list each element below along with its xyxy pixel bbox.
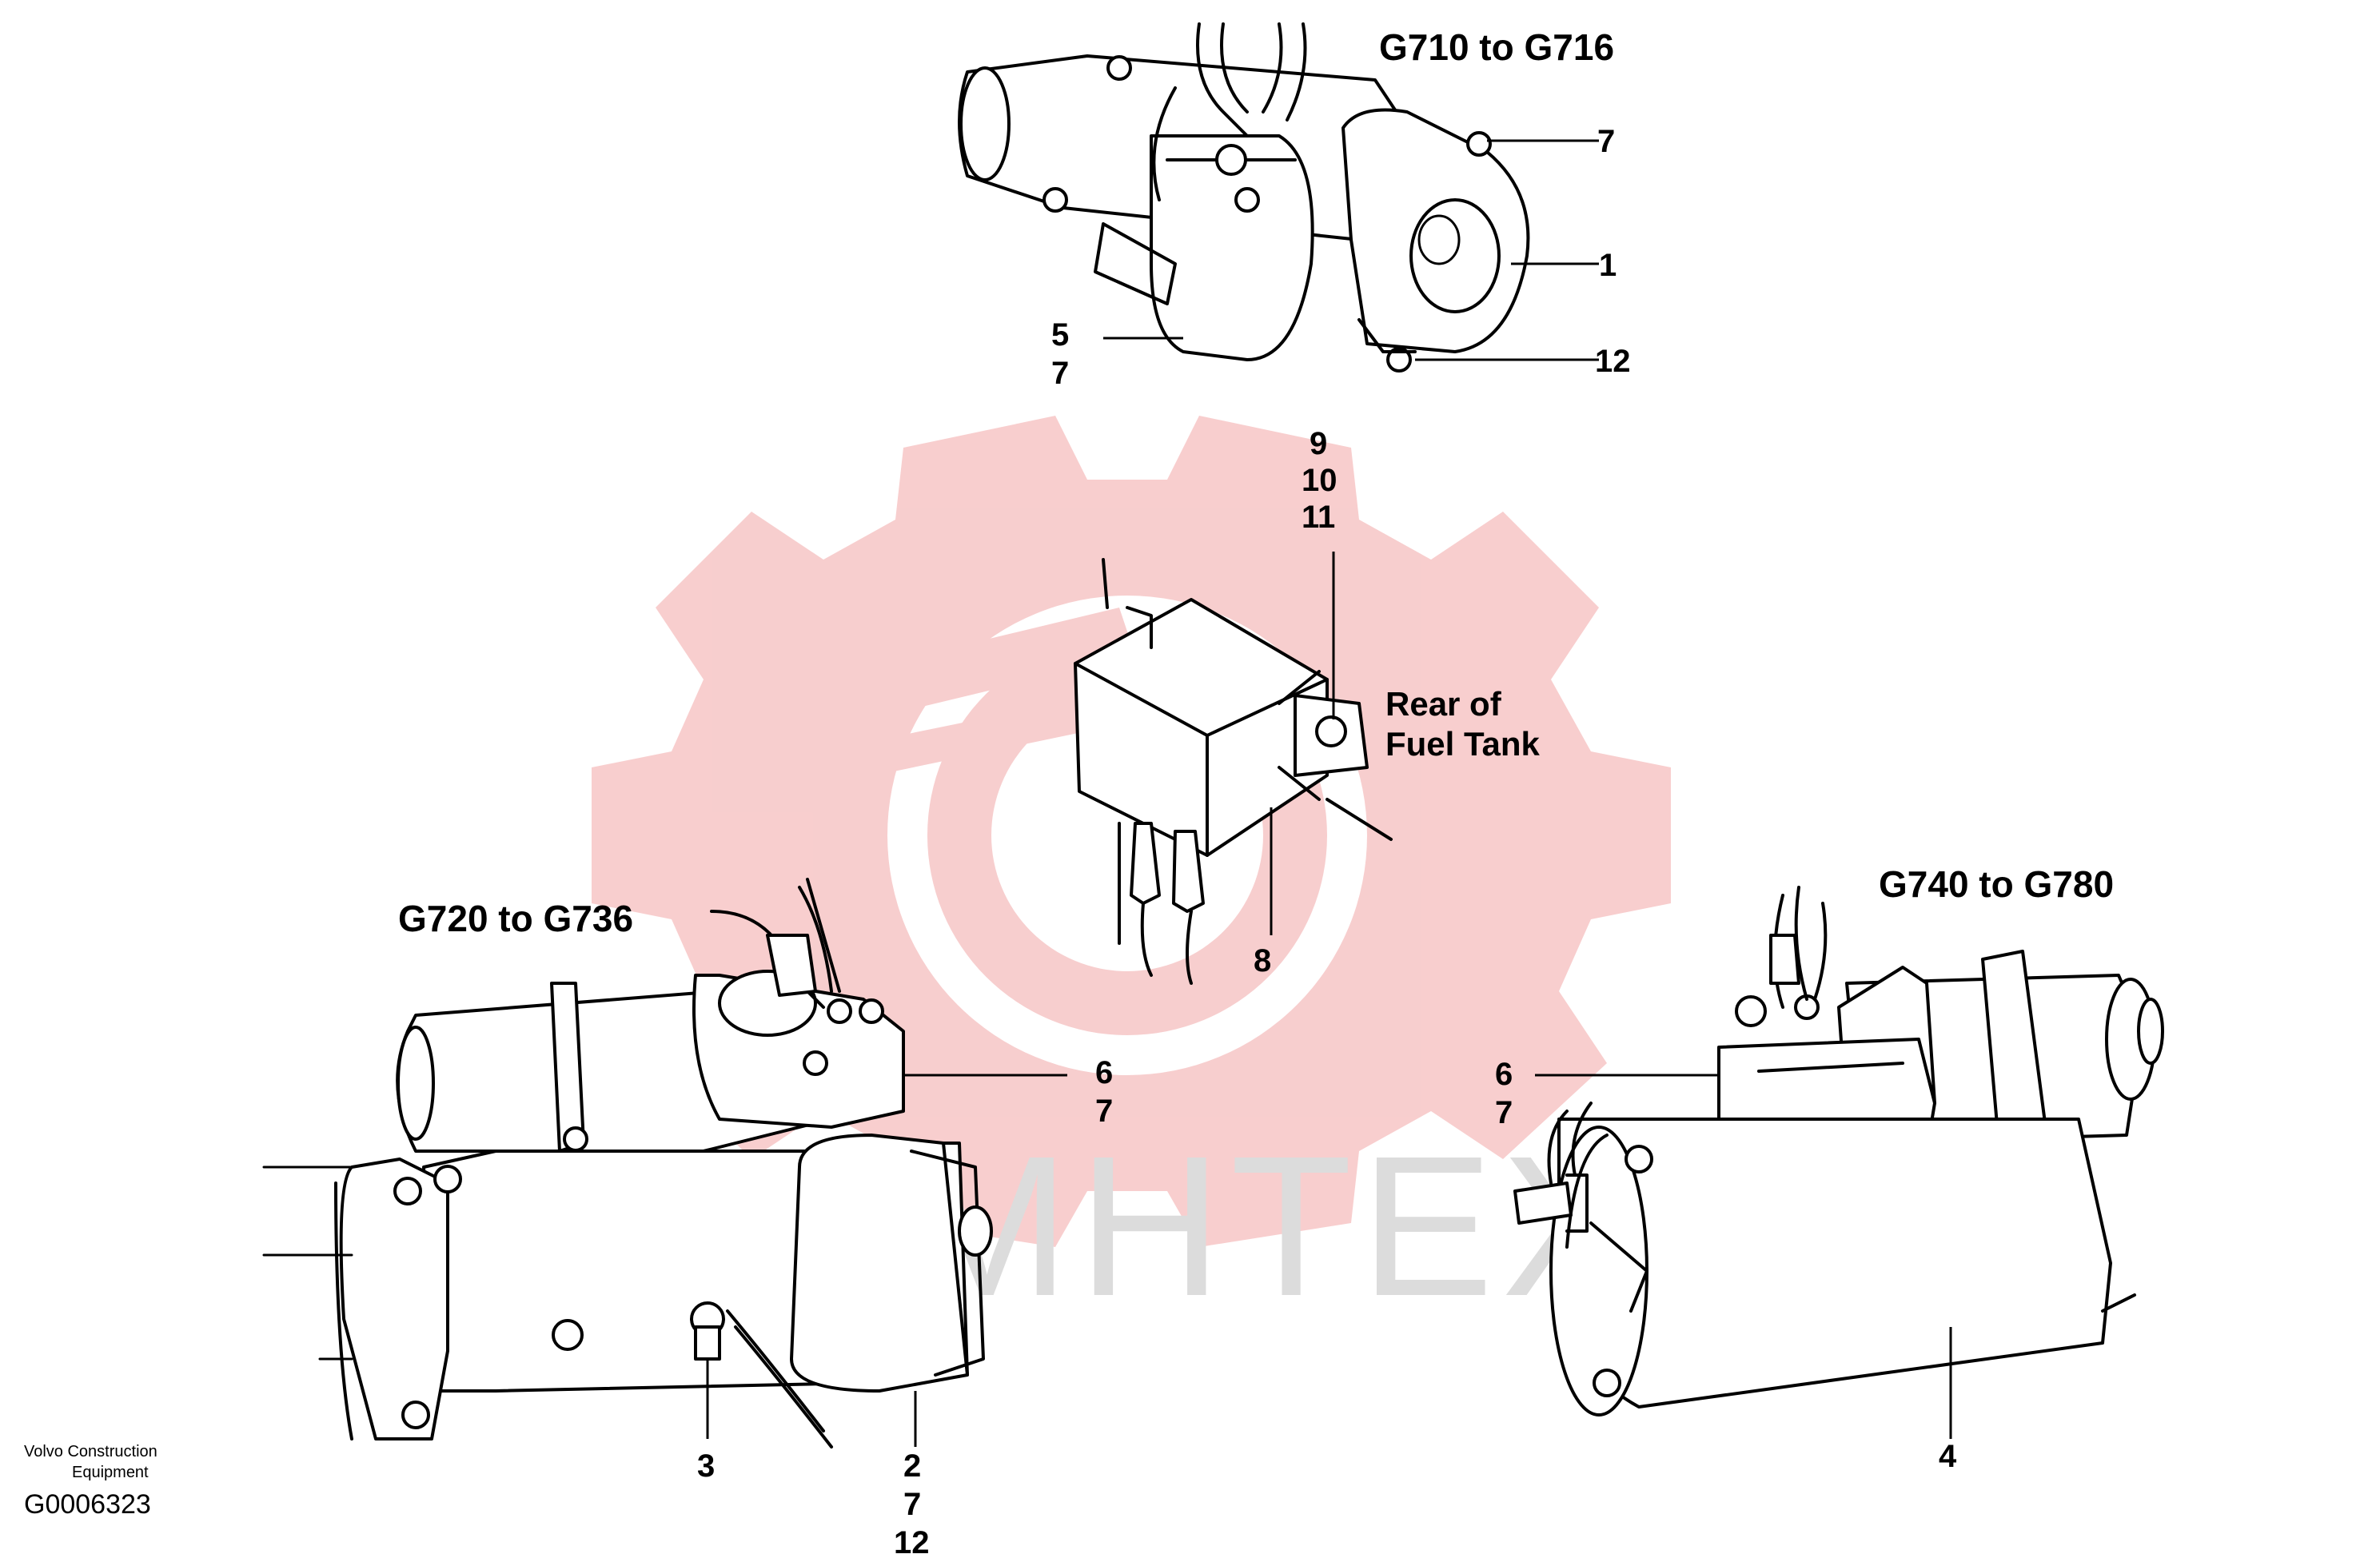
footer-maker-line1: Volvo Construction [24,1443,157,1460]
callout-top-7: 7 [1597,124,1615,159]
watermark-text: MHTEX [903,1114,1643,1337]
callout-relay-11: 11 [1302,500,1335,535]
callout-top-5: 5 [1051,317,1069,353]
callout-left-3: 3 [697,1448,715,1484]
starter-motor-left [262,878,993,1448]
footer-code: G0006323 [24,1489,151,1520]
starter-motor-right [1513,886,2164,1417]
callout-left-2: 2 [903,1448,921,1484]
callout-left-2-12: 12 [894,1525,930,1558]
relay-caption-line1: Rear of [1385,685,1502,723]
footer-maker-line2: Equipment [72,1464,149,1481]
callout-relay-10: 10 [1302,463,1338,498]
callout-left-6-7: 7 [1095,1094,1113,1129]
callout-right-6: 6 [1495,1057,1513,1092]
callout-relay-8: 8 [1254,943,1271,978]
callout-relay-9: 9 [1310,426,1327,461]
group-heading-top: G710 to G716 [1379,26,1614,68]
callout-top-5-7: 7 [1051,356,1069,391]
group-heading-left: G720 to G736 [398,898,633,939]
callout-left-2-7: 7 [903,1487,921,1522]
relay-caption-line2: Fuel Tank [1385,725,1541,763]
starter-motor-top [958,22,1530,373]
relay-unit [1074,558,1393,985]
group-heading-right: G740 to G780 [1879,863,2114,905]
callout-top-12: 12 [1595,344,1631,379]
callout-left-6: 6 [1095,1055,1113,1090]
callout-top-1: 1 [1599,248,1617,283]
callout-right-6-7: 7 [1495,1095,1513,1130]
callout-right-4: 4 [1939,1439,1957,1474]
